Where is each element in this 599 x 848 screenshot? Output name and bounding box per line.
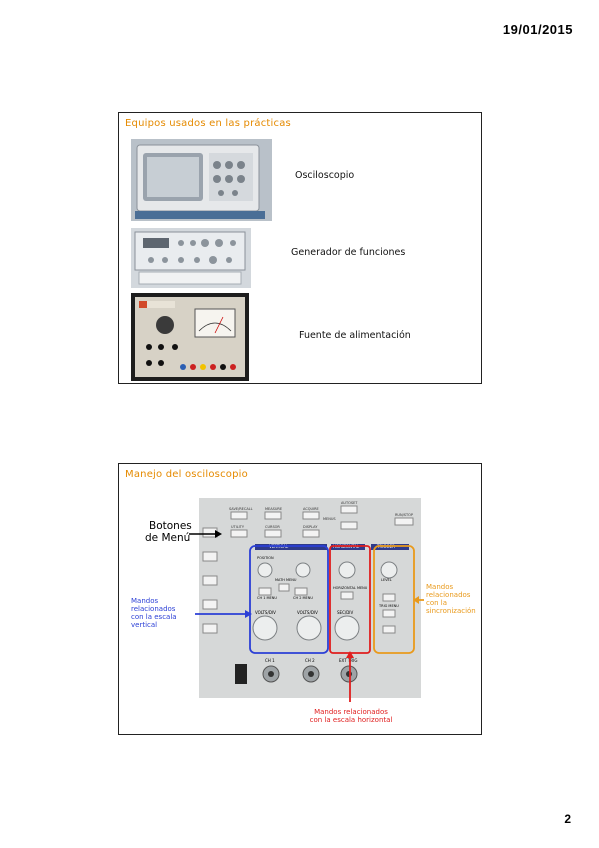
note-line: con la escala horizontal	[309, 716, 393, 724]
page-date: 19/01/2015	[502, 22, 573, 37]
page-number: 2	[564, 812, 571, 826]
oscilloscope-photo	[131, 139, 272, 221]
trigger-controls-box	[373, 545, 415, 654]
horizontal-controls-note: Mandos relacionados con la escala horizo…	[299, 708, 403, 724]
vertical-controls-box	[249, 545, 329, 654]
slide-title: Manejo del osciloscopio	[125, 469, 248, 480]
slide-equipment: Equipos usados en las prácticas Oscilosc…	[118, 112, 482, 384]
svg-text:AUTOSET: AUTOSET	[341, 501, 358, 505]
svg-text:MEASURE: MEASURE	[265, 507, 282, 511]
function-generator-label: Generador de funciones	[291, 247, 406, 258]
svg-text:ACQUIRE: ACQUIRE	[303, 507, 319, 511]
svg-text:RUN/STOP: RUN/STOP	[395, 513, 413, 517]
svg-text:MENUS: MENUS	[323, 517, 336, 521]
annotation-overlay	[189, 530, 424, 702]
horizontal-menu-label: HORIZONTAL MENU	[333, 586, 368, 590]
slide-oscilloscope-controls: Manejo del osciloscopio Botones de Menú	[118, 463, 482, 735]
svg-text:SAVE/RECALL: SAVE/RECALL	[229, 507, 253, 511]
svg-text:DISPLAY: DISPLAY	[303, 525, 318, 529]
note-line: relacionados	[426, 591, 471, 599]
svg-text:CURSOR: CURSOR	[265, 525, 280, 529]
svg-text:UTILITY: UTILITY	[231, 525, 245, 529]
menu-label-line1: Botones	[149, 520, 192, 532]
note-line: sincronización	[426, 607, 476, 615]
oscilloscope-front-panel: SAVE/RECALL MEASURE ACQUIRE AUTOSET MENUS U…	[199, 498, 421, 698]
horizontal-controls-box	[329, 545, 371, 654]
note-line: relacionados	[131, 605, 176, 613]
note-line: Mandos	[131, 597, 159, 605]
sec-div-label: SEC/DIV	[337, 610, 354, 615]
power-supply-photo	[131, 293, 249, 381]
menu-label-line2: de Menú	[145, 532, 191, 544]
trig-menu-label: TRIG MENU	[379, 604, 399, 608]
vertical-controls-note: Mandos relacionados con la escala vertic…	[131, 597, 177, 629]
ch1-input-label: CH 1	[265, 658, 275, 663]
position-label: POSITION	[257, 556, 274, 560]
volts-div-2-label: VOLTS/DIV	[297, 610, 318, 615]
power-supply-label: Fuente de alimentación	[299, 330, 411, 341]
note-line: vertical	[131, 621, 158, 629]
volts-div-1-label: VOLTS/DIV	[255, 610, 276, 615]
ch2-menu-label: CH 2 MENU	[293, 596, 313, 600]
oscilloscope-label: Osciloscopio	[295, 170, 355, 181]
math-menu-label: MATH MENU	[275, 578, 297, 582]
function-generator-photo	[131, 228, 251, 288]
ext-trig-label: EXT TRIG	[339, 658, 358, 663]
level-label: LEVEL	[381, 578, 392, 582]
ch1-menu-label: CH 1 MENU	[257, 596, 277, 600]
note-line: con la escala	[131, 613, 177, 621]
note-line: con la	[426, 599, 448, 607]
note-line: Mandos	[426, 583, 454, 591]
ch2-input-label: CH 2	[305, 658, 315, 663]
slide-title: Equipos usados en las prácticas	[125, 118, 291, 129]
menu-buttons-label: Botones de Menú	[145, 520, 192, 544]
trigger-controls-note: Mandos relacionados con la sincronizació…	[426, 583, 476, 615]
note-line: Mandos relacionados	[314, 708, 388, 716]
